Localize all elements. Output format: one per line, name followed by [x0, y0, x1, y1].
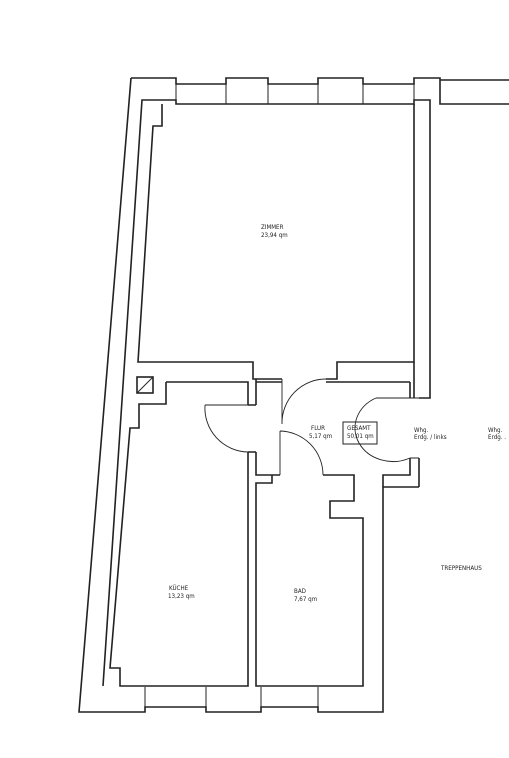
flur-area: 5,17 qm: [309, 433, 332, 440]
outer-wall: [78, 77, 509, 713]
bad-name: BAD: [294, 588, 306, 595]
door-entrance: [354, 397, 419, 462]
whg-left-line1: Whg.: [414, 427, 429, 434]
kueche-area: 13,23 qm: [168, 593, 195, 600]
whg-right-line1: Whg.: [488, 427, 503, 434]
door-kueche: [204, 404, 249, 453]
kueche-room-wall: [109, 381, 249, 687]
zimmer-name: ZIMMER: [261, 224, 284, 231]
kueche-name: KÜCHE: [169, 583, 189, 592]
zimmer-area: 23,94 qm: [261, 232, 288, 239]
bad-area: 7,67 qm: [294, 596, 317, 603]
whg-right-line2: Erdg. .: [488, 434, 506, 441]
gesamt-name: GESAMT: [347, 425, 371, 432]
outer-wall-inner: [102, 99, 431, 687]
zimmer-room-wall: [137, 104, 415, 380]
gesamt-area: 50,01 qm: [347, 433, 374, 440]
treppenhaus-label: TREPPENHAUS: [440, 565, 482, 572]
shaft-box: [136, 376, 154, 394]
flur-room-wall: [255, 379, 411, 687]
bottom-windows: [144, 687, 319, 708]
door-bad: [279, 430, 324, 476]
door-zimmer: [281, 378, 327, 425]
flur-left-wall: [248, 404, 256, 453]
flur-name: FLUR: [311, 425, 325, 432]
right-wall: [413, 104, 431, 487]
whg-left-line2: Erdg. / links: [414, 434, 447, 441]
top-windows: [175, 83, 415, 104]
gesamt-box: [342, 421, 378, 445]
shaft-diagonal: [136, 376, 154, 394]
